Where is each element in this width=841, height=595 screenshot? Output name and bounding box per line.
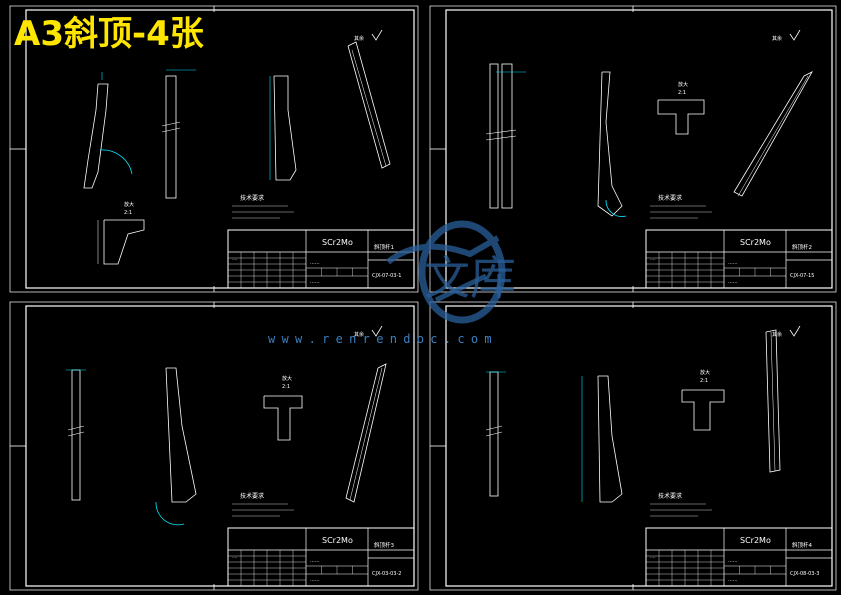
part-views: 放大 2:1: [485, 329, 781, 503]
technical-requirements-title: 技术要求: [658, 492, 682, 500]
part-front-view: [165, 75, 177, 199]
part-front-view: [489, 63, 499, 209]
watermark-site-url: www.renrendoc.com: [268, 332, 498, 346]
drawing-number-label: CJX-03-03-2: [372, 571, 401, 577]
title-block-frame: [227, 527, 415, 587]
title-block-note: ......: [728, 260, 738, 266]
technical-requirements: 技术要求: [650, 194, 712, 219]
section-detail: [681, 389, 725, 431]
material-label: SCr2Mo: [322, 238, 353, 247]
watermark-swoosh-icon: [434, 273, 488, 303]
roughness-label: 其余: [354, 331, 364, 338]
part-isometric-view: [733, 71, 813, 197]
technical-requirements-title: 技术要求: [240, 492, 264, 500]
title-block-note: ....: [232, 257, 238, 262]
section-label: 放大: [282, 375, 292, 382]
part-name-label: 斜顶杆3: [374, 541, 395, 549]
title-block-note: ......: [310, 279, 320, 285]
part-side-view: [165, 367, 197, 503]
title-block-note: ....: [650, 257, 656, 262]
renrendoc-logo-icon: [386, 220, 506, 324]
angle-arc: [99, 149, 133, 175]
title-block-note: ......: [310, 260, 320, 266]
title-block: SCr2Mo 斜顶杆1CJX-07-03-1................: [227, 229, 415, 289]
part-views: 放大 2:1: [485, 63, 813, 217]
roughness-symbol-icon: [789, 29, 801, 41]
drawing-number-label: CJX-07-15: [790, 273, 814, 279]
section-detail: [103, 219, 145, 265]
technical-requirements: 技术要求: [232, 492, 294, 517]
title-block: SCr2Mo 斜顶杆2CJX-07-15................: [645, 229, 833, 289]
headline-title: A3斜顶-4张: [14, 14, 204, 54]
title-block-frame: [227, 229, 415, 289]
roughness-label: 其余: [354, 35, 364, 42]
watermark-swoosh-icon: [386, 235, 500, 265]
part-side-view: [597, 375, 623, 503]
part-isometric-view: [345, 363, 387, 503]
part-side-view: [83, 83, 109, 189]
watermark-ring-icon: [418, 220, 506, 324]
roughness-label: 其余: [772, 331, 782, 338]
technical-requirements: 技术要求: [650, 492, 712, 517]
title-block-note: ....: [232, 555, 238, 560]
angle-arc: [605, 199, 627, 217]
roughness-symbol-icon: [371, 29, 383, 41]
title-block-frame: [645, 229, 833, 289]
part-name-label: 斜顶杆2: [792, 243, 812, 251]
section-label: 放大: [700, 369, 710, 376]
material-label: SCr2Mo: [740, 536, 771, 545]
part-isometric-view: [347, 41, 391, 169]
part-name-label: 斜顶杆1: [374, 243, 394, 251]
drawing-number-label: CJX-07-03-1: [372, 273, 401, 279]
title-block-note: ....: [650, 555, 656, 560]
sheet-inner-border: [25, 305, 415, 587]
section-label: 放大: [678, 81, 688, 88]
part-views: 放大 2:1: [83, 41, 391, 265]
title-block: SCr2Mo 斜顶杆4CJX-08-03-3................: [645, 527, 833, 587]
section-detail: [263, 395, 303, 441]
technical-requirements-title: 技术要求: [658, 194, 682, 202]
part-name-label: 斜顶杆4: [792, 541, 813, 549]
section-label: 放大: [124, 201, 134, 208]
title-block: SCr2Mo 斜顶杆3CJX-03-03-2................: [227, 527, 415, 587]
title-block-note: ......: [728, 558, 738, 564]
section-scale: 2:1: [700, 378, 708, 384]
part-top-view: [597, 71, 623, 217]
section-detail: [657, 99, 705, 135]
technical-requirements-title: 技术要求: [240, 194, 264, 202]
part-top-view: [273, 75, 297, 181]
title-block-note: ......: [310, 558, 320, 564]
part-side-view: [501, 63, 513, 209]
title-block-frame: [645, 527, 833, 587]
title-block-note: ......: [728, 577, 738, 583]
part-isometric-view: [765, 329, 781, 473]
section-scale: 2:1: [124, 210, 132, 216]
material-label: SCr2Mo: [740, 238, 771, 247]
section-scale: 2:1: [282, 384, 290, 390]
roughness-symbol-icon: [371, 325, 383, 337]
watermark-brand-text: 文库: [424, 251, 516, 305]
title-block-note: ......: [310, 577, 320, 583]
section-scale: 2:1: [678, 90, 686, 96]
title-block-note: ......: [728, 279, 738, 285]
material-label: SCr2Mo: [322, 536, 353, 545]
drawing-number-label: CJX-08-03-3: [790, 571, 819, 577]
roughness-symbol-icon: [789, 325, 801, 337]
part-views: 放大 2:1: [66, 363, 387, 526]
technical-requirements: 技术要求: [232, 194, 294, 219]
roughness-label: 其余: [772, 35, 782, 42]
angle-arc: [155, 501, 185, 526]
